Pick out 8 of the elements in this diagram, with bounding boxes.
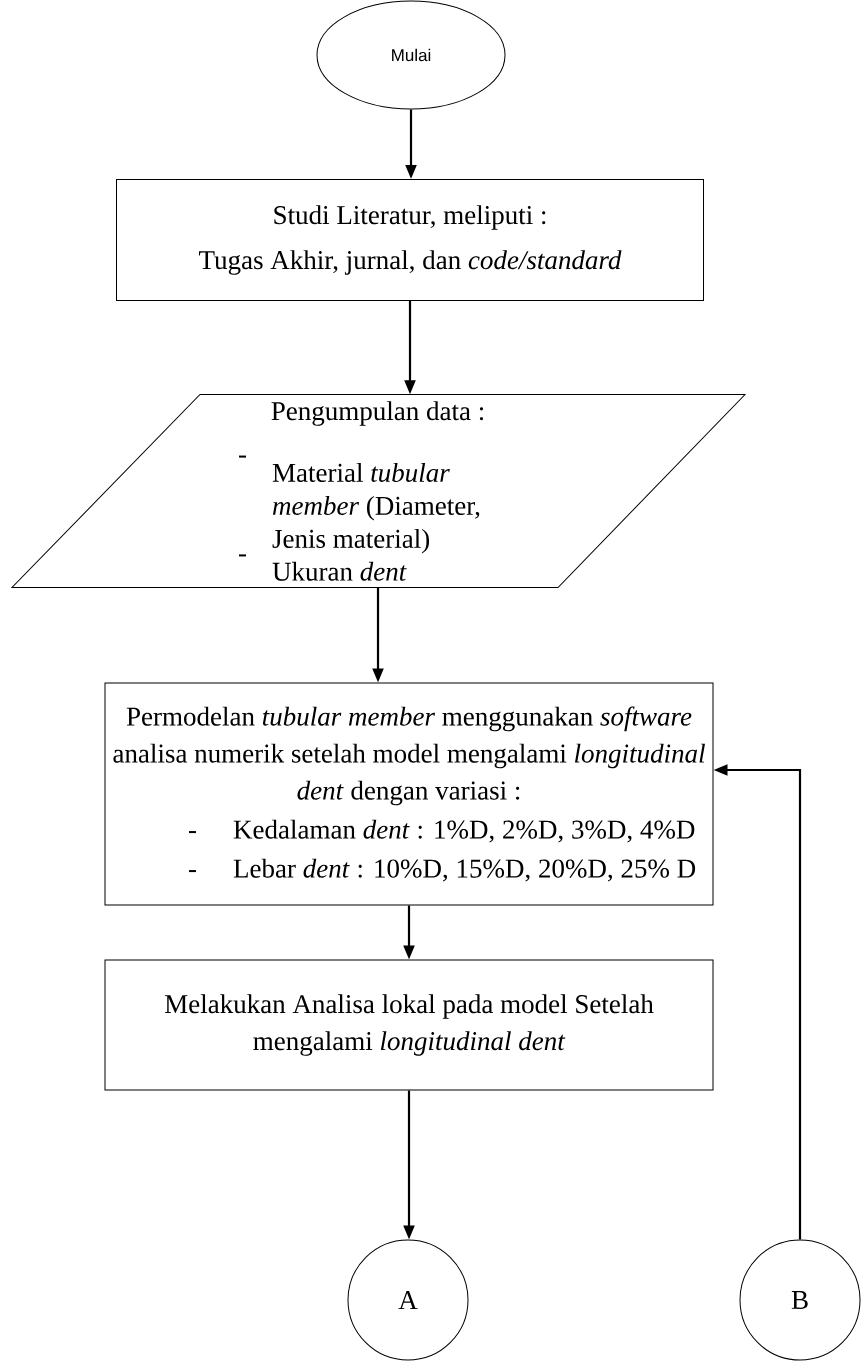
list-dash: -	[239, 455, 246, 458]
list-dash: -	[189, 870, 196, 873]
process-box: Studi Literatur, meliputi : Tugas Akhir, jurnal, dan code/standard	[116, 179, 704, 301]
data-parallelogram: Pengumpulan data : - Material tubular member (Diameter, Jenis material) - Ukuran dent	[11, 394, 746, 588]
list-dash: -	[239, 554, 246, 557]
process-box: Melakukan Analisa lokal pada model Setelah mengalami longitudinal dent	[104, 959, 714, 1091]
list-dash: -	[189, 831, 196, 834]
process-box: Permodelan tubular member menggunakan software analisa numerik setelah model mengalami longitudinal dent dengan variasi : - Kedalaman dent : 1%D, 2%D, 3%D, 4%D - Lebar dent : 10%D, 15%D, 20%D, 25% D	[104, 682, 714, 906]
